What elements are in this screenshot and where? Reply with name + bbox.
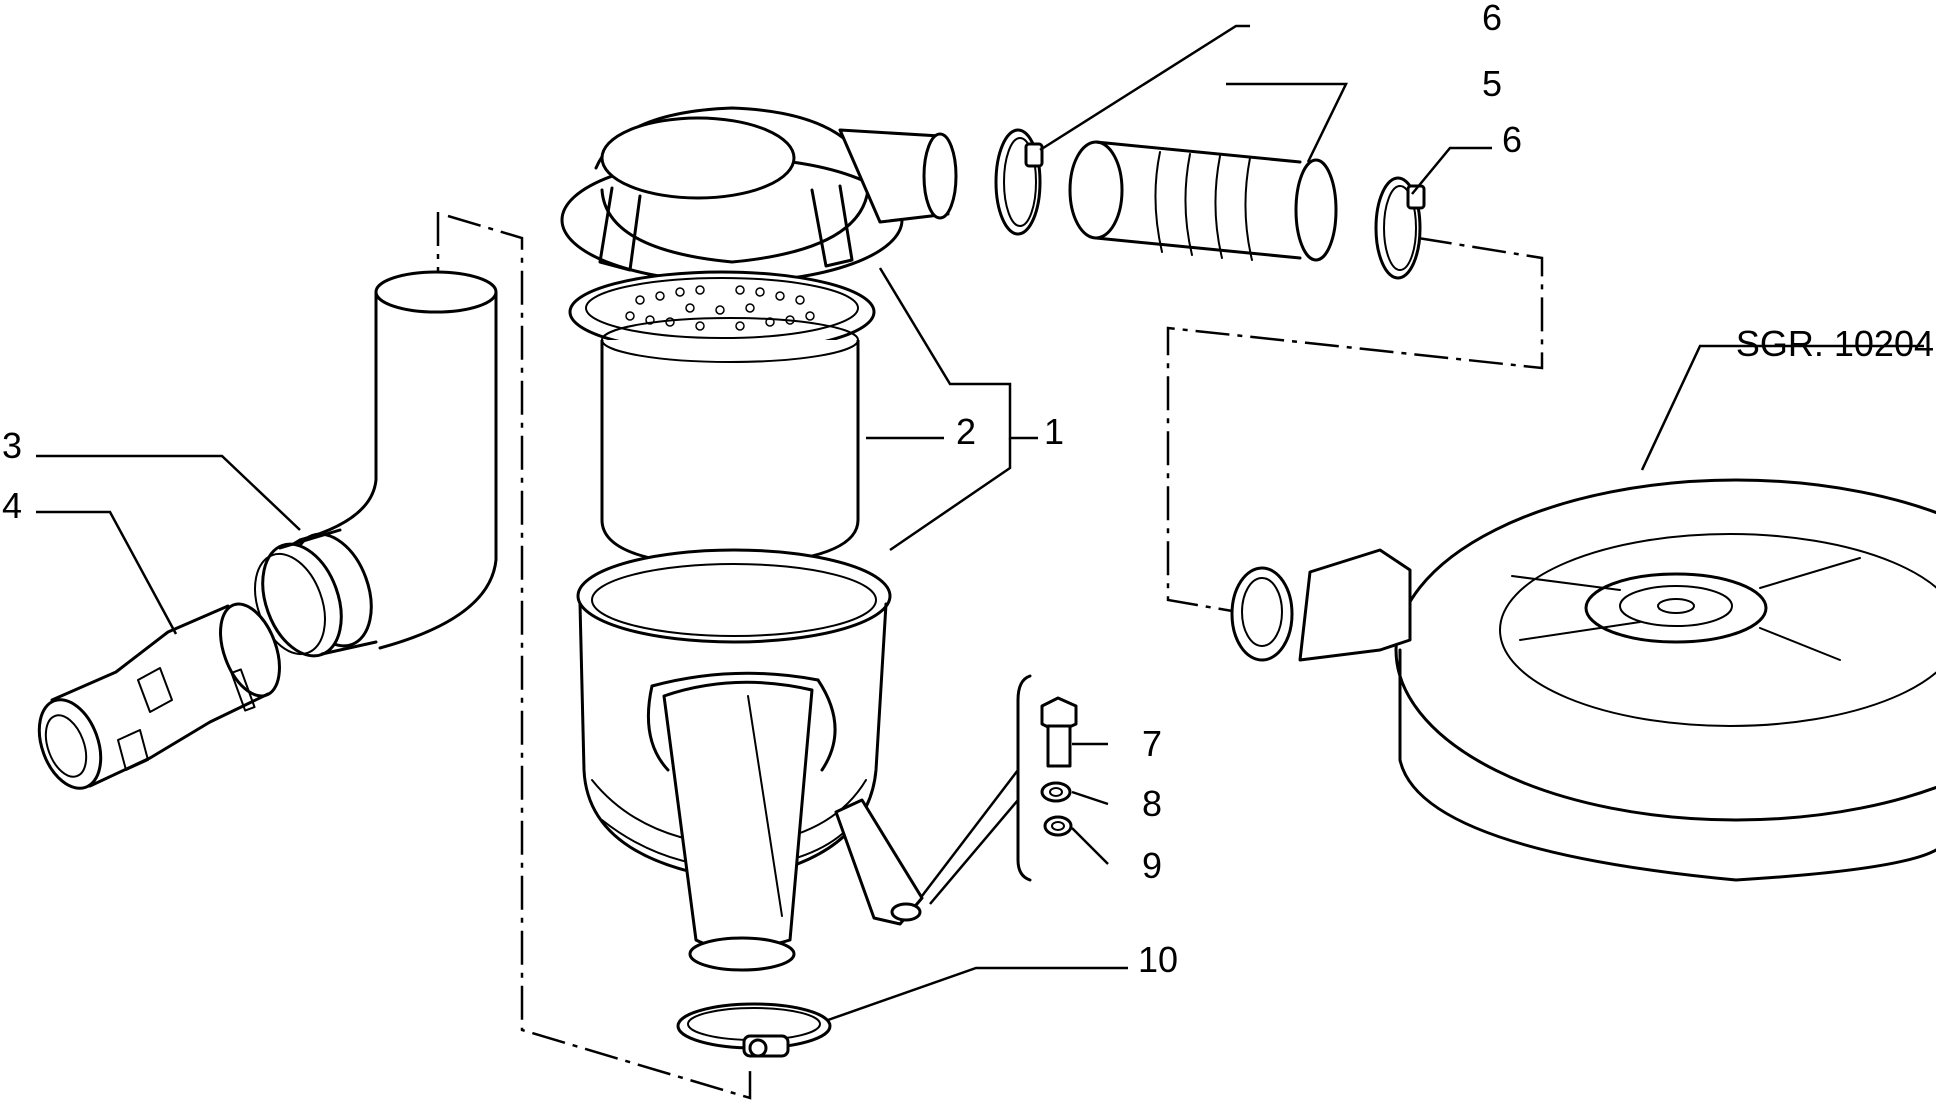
label-reference-group: SGR. 10204 bbox=[1736, 323, 1934, 364]
intake-nozzle bbox=[37, 602, 281, 790]
air-filter-housing bbox=[560, 106, 958, 972]
label-part-7: 7 bbox=[1142, 723, 1162, 764]
label-part-3: 3 bbox=[2, 425, 22, 466]
part-labels: 6 5 6 2 1 3 4 7 8 9 10 SGR. 10204 bbox=[2, 0, 1934, 980]
reference-air-cleaner bbox=[1230, 478, 1936, 882]
label-part-8: 8 bbox=[1142, 783, 1162, 824]
band-clamp bbox=[676, 1002, 832, 1058]
label-part-2: 2 bbox=[956, 411, 976, 452]
rubber-hose bbox=[1068, 140, 1338, 262]
hose-clamp-left bbox=[994, 128, 1044, 236]
label-part-6-top: 6 bbox=[1482, 0, 1502, 38]
label-part-5: 5 bbox=[1482, 63, 1502, 104]
label-part-4: 4 bbox=[2, 485, 22, 526]
label-part-6-right: 6 bbox=[1502, 119, 1522, 160]
perforated-plate-holes bbox=[625, 285, 815, 331]
label-part-9: 9 bbox=[1142, 845, 1162, 886]
label-part-10: 10 bbox=[1138, 939, 1178, 980]
label-part-1: 1 bbox=[1044, 411, 1064, 452]
bolt-and-washers bbox=[1016, 674, 1078, 882]
hose-clamp-right bbox=[1374, 176, 1426, 280]
intake-elbow-pipe bbox=[254, 270, 498, 658]
leader-lines bbox=[36, 24, 1924, 1022]
